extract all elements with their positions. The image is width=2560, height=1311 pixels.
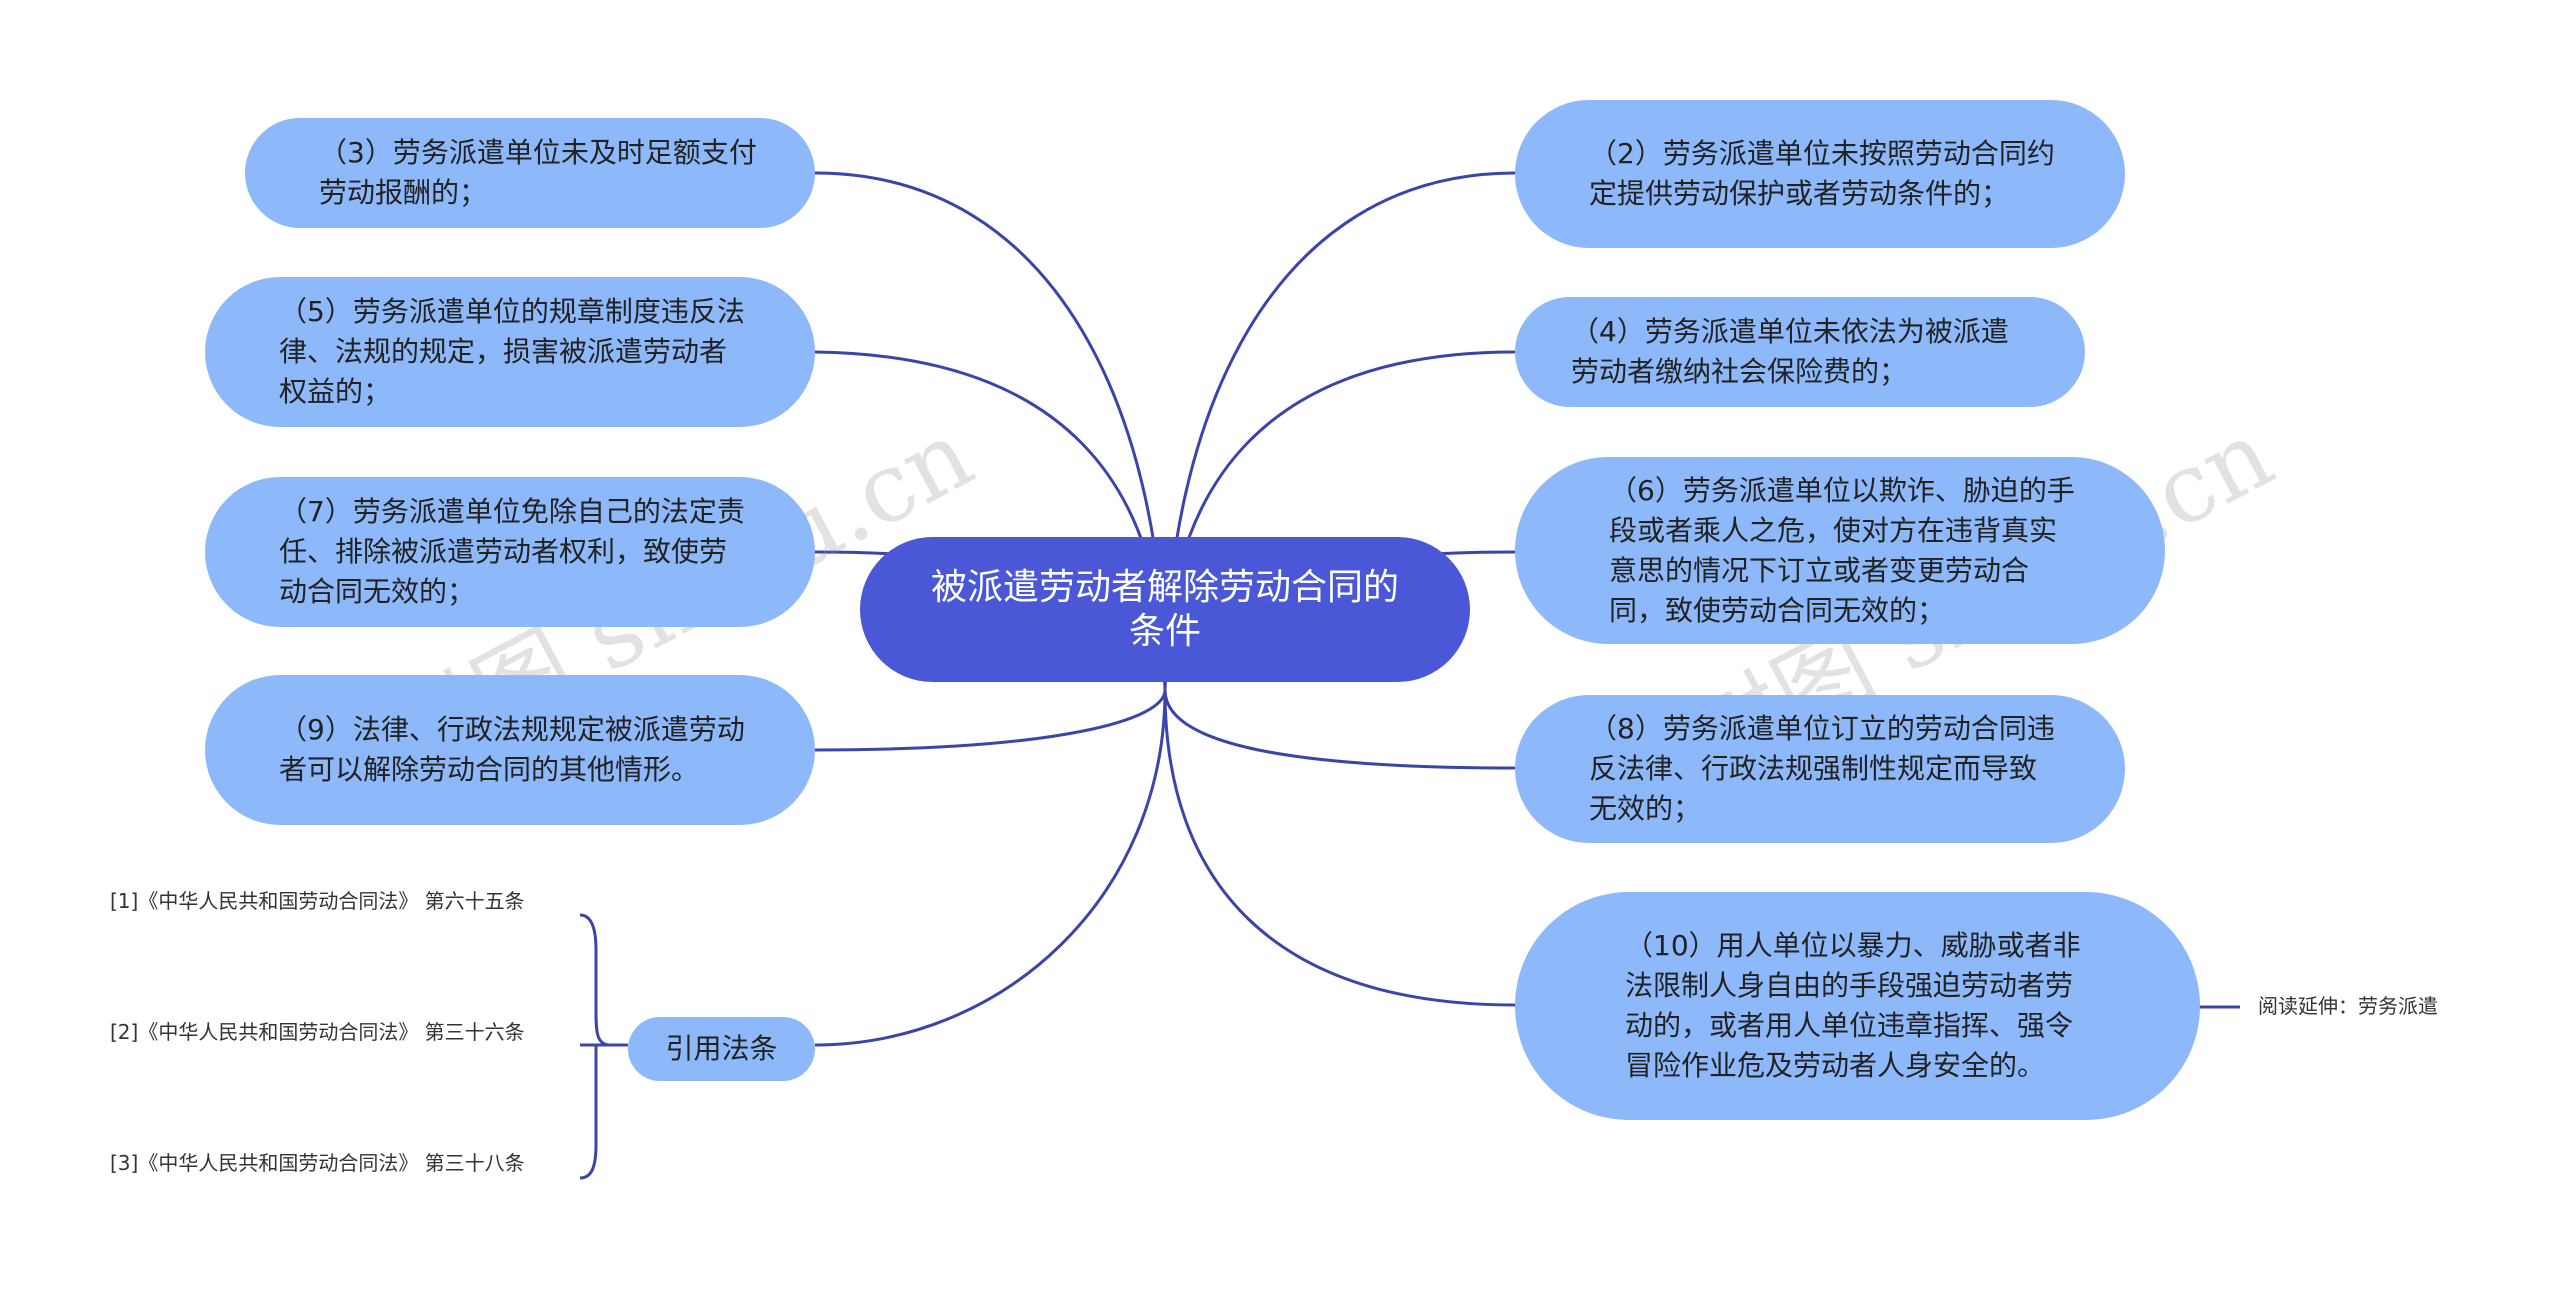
reading-extension[interactable]: 阅读延伸：劳务派遣 bbox=[2258, 994, 2438, 1018]
link-center-right-5 bbox=[1163, 689, 1516, 1007]
right-node-2[interactable]: （2）劳务派遣单位未按照劳动合同约定提供劳动保护或者劳动条件的； bbox=[1515, 100, 2125, 248]
center-topic-label: 被派遣劳动者解除劳动合同的条件 bbox=[930, 566, 1399, 652]
citation-item-3[interactable]: [3]《中华人民共和国劳动合同法》 第三十八条 bbox=[110, 1151, 525, 1175]
right-node-10-label: （10）用人单位以暴力、威胁或者非法限制人身自由的手段强迫劳动者劳动的，或者用人… bbox=[1625, 929, 2081, 1082]
left-node-3[interactable]: （3）劳务派遣单位未及时足额支付劳动报酬的； bbox=[245, 118, 815, 228]
left-node-9-label: （9）法律、行政法规规定被派遣劳动者可以解除劳动合同的其他情形。 bbox=[279, 713, 745, 786]
left-node-7-label: （7）劳务派遣单位免除自己的法定责任、排除被派遣劳动者权利，致使劳动合同无效的； bbox=[279, 495, 745, 608]
left-node-5-label: （5）劳务派遣单位的规章制度违反法律、法规的规定，损害被派遣劳动者权益的； bbox=[279, 295, 745, 408]
right-node-4[interactable]: （4）劳务派遣单位未依法为被派遣劳动者缴纳社会保险费的； bbox=[1515, 297, 2085, 407]
right-node-6-label: （6）劳务派遣单位以欺诈、胁迫的手段或者乘人之危，使对方在违背真实意思的情况下订… bbox=[1609, 473, 2075, 627]
left-node-9[interactable]: （9）法律、行政法规规定被派遣劳动者可以解除劳动合同的其他情形。 bbox=[205, 675, 815, 825]
right-node-10[interactable]: （10）用人单位以暴力、威胁或者非法限制人身自由的手段强迫劳动者劳动的，或者用人… bbox=[1515, 892, 2200, 1120]
left-node-5[interactable]: （5）劳务派遣单位的规章制度违反法律、法规的规定，损害被派遣劳动者权益的； bbox=[205, 277, 815, 427]
right-node-8-label: （8）劳务派遣单位订立的劳动合同违反法律、行政法规强制性规定而导致无效的； bbox=[1589, 712, 2055, 825]
right-node-8[interactable]: （8）劳务派遣单位订立的劳动合同违反法律、行政法规强制性规定而导致无效的； bbox=[1515, 695, 2125, 843]
citation-node[interactable]: 引用法条 bbox=[628, 1017, 815, 1081]
right-node-6[interactable]: （6）劳务派遣单位以欺诈、胁迫的手段或者乘人之危，使对方在违背真实意思的情况下订… bbox=[1515, 457, 2165, 644]
link-center-left-4 bbox=[814, 689, 1167, 752]
right-node-2-label: （2）劳务派遣单位未按照劳动合同约定提供劳动保护或者劳动条件的； bbox=[1589, 137, 2055, 210]
center-topic[interactable]: 被派遣劳动者解除劳动合同的条件 bbox=[860, 537, 1470, 682]
citation-item-2[interactable]: [2]《中华人民共和国劳动合同法》 第三十六条 bbox=[110, 1020, 525, 1044]
citation-bracket bbox=[579, 913, 628, 1180]
citation-item-1[interactable]: [1]《中华人民共和国劳动合同法》 第六十五条 bbox=[110, 889, 525, 913]
citation-node-label: 引用法条 bbox=[665, 1032, 778, 1065]
left-node-3-label: （3）劳务派遣单位未及时足额支付劳动报酬的； bbox=[319, 136, 757, 209]
link-center-citation bbox=[814, 689, 1167, 1047]
left-node-7[interactable]: （7）劳务派遣单位免除自己的法定责任、排除被派遣劳动者权利，致使劳动合同无效的； bbox=[205, 477, 815, 627]
link-center-right-4 bbox=[1163, 689, 1516, 770]
right-node-4-label: （4）劳务派遣单位未依法为被派遣劳动者缴纳社会保险费的； bbox=[1571, 315, 2009, 388]
